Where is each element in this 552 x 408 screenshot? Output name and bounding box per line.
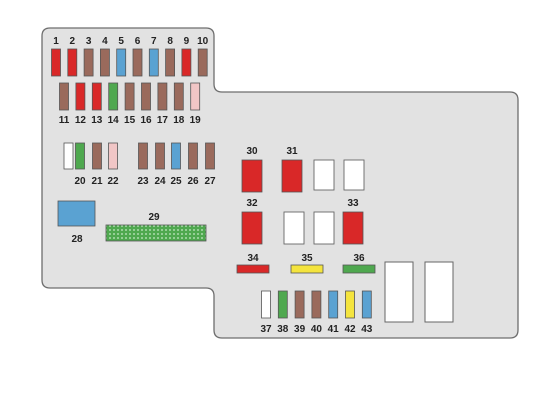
- fuse-label-37: 37: [260, 324, 272, 335]
- fuse-label-26: 26: [187, 176, 199, 187]
- fuse-35: [290, 264, 324, 274]
- empty-slot: [313, 159, 335, 191]
- fuse-30: [241, 159, 263, 193]
- fuse-2: [67, 48, 78, 77]
- fuse-label-39: 39: [294, 324, 306, 335]
- fuse-label-38: 38: [277, 324, 289, 335]
- fuse-label-1: 1: [53, 36, 59, 47]
- empty-slot: [343, 159, 365, 191]
- empty-relay-slot: [384, 261, 414, 323]
- fuse-37: [261, 290, 271, 319]
- fuse-label-35: 35: [301, 253, 313, 264]
- fuse-36: [342, 264, 376, 274]
- fuse-3: [83, 48, 94, 77]
- fuse-label-34: 34: [247, 253, 259, 264]
- fuse-11: [59, 82, 69, 111]
- fuse-24: [155, 142, 165, 170]
- empty-relay-slot: [424, 261, 454, 323]
- fuse-label-29: 29: [148, 212, 160, 223]
- empty-slots: [63, 142, 454, 323]
- fuse-label-5: 5: [118, 36, 124, 47]
- fuse-label-9: 9: [184, 36, 190, 47]
- fuse-43: [361, 290, 372, 319]
- fuse-label-32: 32: [246, 198, 258, 209]
- fuse-7: [148, 48, 159, 77]
- fuse-42: [345, 290, 355, 319]
- fuse-21: [92, 142, 102, 170]
- fuse-29: [105, 224, 207, 242]
- fuse-label-14: 14: [108, 115, 120, 126]
- fuse-label-27: 27: [204, 176, 216, 187]
- fuse-label-20: 20: [74, 176, 86, 187]
- fuse-label-15: 15: [124, 115, 136, 126]
- fuse-label-21: 21: [91, 176, 103, 187]
- fuse-label-18: 18: [173, 115, 185, 126]
- fuse-label-10: 10: [197, 36, 209, 47]
- fuse-label-24: 24: [154, 176, 166, 187]
- fuse-32: [241, 211, 263, 245]
- fuse-5: [116, 48, 127, 77]
- fuse-25: [171, 142, 181, 170]
- fuse-label-30: 30: [246, 146, 258, 157]
- fuse-19: [190, 82, 201, 111]
- fuse-38: [277, 290, 288, 319]
- fuse-label-33: 33: [347, 198, 359, 209]
- fuse-label-4: 4: [102, 36, 108, 47]
- fuse-40: [311, 290, 322, 319]
- fuse-8: [165, 48, 176, 77]
- fuse-9: [181, 48, 192, 77]
- fuse-label-16: 16: [140, 115, 152, 126]
- fuse-17: [157, 82, 168, 111]
- fuse-label-17: 17: [157, 115, 169, 126]
- fuse-label-13: 13: [91, 115, 103, 126]
- fuse-label-12: 12: [75, 115, 87, 126]
- fuse-39: [294, 290, 305, 319]
- fuse-23: [138, 142, 148, 170]
- fuse-10: [197, 48, 208, 77]
- fuse-33: [342, 211, 364, 245]
- fuse-13: [91, 82, 102, 111]
- fuse-label-22: 22: [107, 176, 119, 187]
- fuse-label-3: 3: [86, 36, 92, 47]
- fuse-label-11: 11: [59, 115, 70, 126]
- fuse-label-40: 40: [311, 324, 323, 335]
- fuse-28: [57, 200, 96, 227]
- empty-slot: [313, 211, 335, 245]
- fuse-label-43: 43: [361, 324, 373, 335]
- empty-slot: [283, 211, 305, 245]
- fuse-27: [205, 142, 215, 170]
- fuse-label-8: 8: [167, 36, 173, 47]
- fuse-layer: [51, 48, 376, 319]
- fuse-label-41: 41: [328, 324, 340, 335]
- fuse-4: [100, 48, 110, 77]
- fuse-label-25: 25: [170, 176, 182, 187]
- fuse-31: [281, 159, 303, 193]
- fuse-label-28: 28: [71, 234, 83, 245]
- fuse-20: [75, 142, 85, 170]
- fuse-18: [173, 82, 184, 111]
- fuse-label-23: 23: [137, 176, 149, 187]
- fuse-6: [132, 48, 143, 77]
- fuse-22: [108, 142, 118, 170]
- fuse-label-2: 2: [70, 36, 76, 47]
- fuse-label-7: 7: [151, 36, 157, 47]
- fuse-26: [188, 142, 198, 170]
- fuse-label-42: 42: [344, 324, 356, 335]
- fuse-label-31: 31: [286, 146, 298, 157]
- fuse-label-36: 36: [353, 253, 365, 264]
- fuse-1: [51, 48, 61, 77]
- fuse-34: [236, 264, 270, 274]
- fuse-14: [108, 82, 119, 111]
- empty-slot: [63, 142, 74, 170]
- fuse-41: [328, 290, 339, 319]
- fuse-label-6: 6: [135, 36, 141, 47]
- fuse-12: [75, 82, 86, 111]
- fuse-15: [124, 82, 135, 111]
- fuse-label-19: 19: [190, 115, 202, 126]
- fuse-16: [141, 82, 151, 111]
